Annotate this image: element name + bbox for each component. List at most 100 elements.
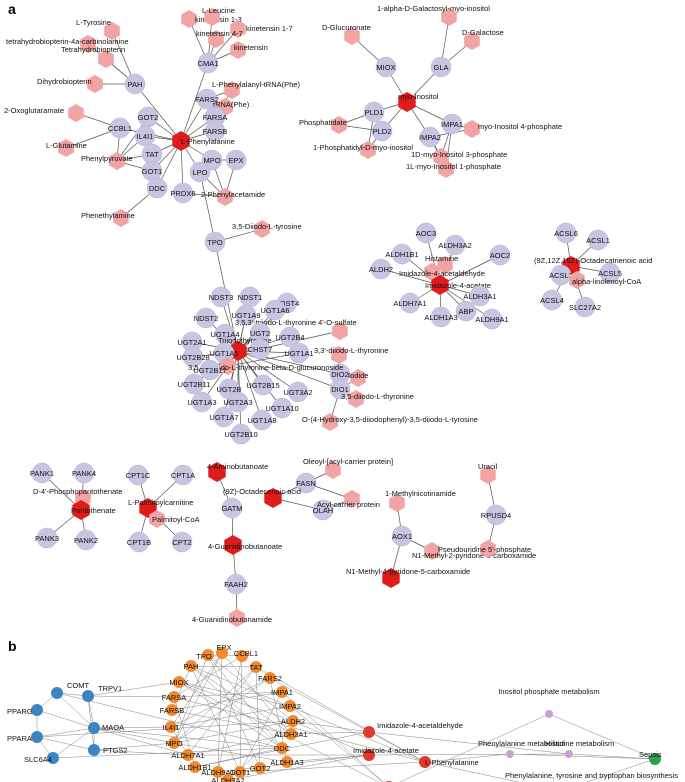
node-phosphatidate: Phosphatidate [299,116,347,134]
b-node-label: ALDH1A3 [270,758,303,767]
node-label: ACSL3 [549,271,573,280]
b-node-shape [202,649,214,661]
node-label: N1-Methyl-2-pyridone-5-carboxamide [412,551,536,560]
node-ddc: DDC [146,177,168,199]
b-edge-pah-phe [190,665,426,763]
node-l-glutamine: L-Glutamine [46,139,87,157]
node-faah2: FAAH2 [224,573,248,595]
metabolite-node-shape [438,160,454,178]
b-node-shape [82,690,94,702]
b-edge-pttb-sepsis [585,758,656,782]
b-node-shape [250,661,262,673]
node-ccbl1: CCBL1 [108,117,132,139]
node-phenylpyruvate: Phenylpyruvate [81,152,133,170]
b-node-fars2: FARS2 [258,672,282,684]
b-edge-iaa-hm [368,731,570,755]
gene-node-shape [227,391,249,413]
edge-phe-pah [134,83,182,142]
node-label: Phosphatidate [299,118,347,127]
b-node-label: DDC [274,744,291,753]
b-edge-phe-pttb [424,761,520,782]
gene-node-shape [415,222,437,244]
gene-node-shape [128,531,150,553]
metabolite-node-shape [348,390,364,408]
b-edge-ccbl1-aldh9a1 [217,655,243,773]
node-label: CMA1 [198,59,219,68]
metabolite-node-shape [217,188,233,206]
node-pank1: PANK1 [30,462,54,484]
metabolite-node-shape [464,32,480,50]
node-n1-methyl-2-pyridone-5-carboxamide: N1-Methyl-2-pyridone-5-carboxamide [412,542,536,560]
metabolite-node-shape [480,540,496,558]
b-node-label: ALDH3A1 [274,730,307,739]
node-label: L-Phenylalanyl-tRNA(Phe) [212,80,300,89]
node-label: 4-Aminobutanoate [207,462,268,471]
node-label: TPO [207,238,223,247]
node-ugt1a8: UGT1A8 [247,409,277,431]
b-node-aldh1b1: ALDH1B1 [178,761,212,773]
gene-node-shape [287,381,309,403]
b-node-imidazole-4-acetate: Imidazole-4-acetate [353,746,419,761]
b-edge-miox-mi [178,681,380,782]
node-il4i1: IL4I1 [134,125,156,147]
node-label: ALDH2 [369,265,393,274]
node-pantothenate: Pantothenate [71,500,116,520]
b-node-shape [216,647,228,659]
b-node-shape [276,742,288,754]
b-node-shape [276,686,288,698]
metabolite-node-shape [332,322,348,340]
gene-node-shape [375,56,397,78]
node-pld2: PLD2 [371,120,393,142]
b-node-label: MIOX [169,678,188,687]
b-node-label: Phenylalanine metabolism [478,739,566,748]
node-ugt1a7: UGT1A7 [209,406,239,428]
b-edge-ptgs2-aldh7a1 [93,749,189,756]
gene-node-shape [196,88,218,110]
metabolite-node-shape [480,466,496,484]
node-uracil: Uracil [478,462,498,484]
node-label: PANK1 [30,469,54,478]
b-edge-mi-ipm [399,713,550,782]
node-kinetensin: kinetensin [230,41,268,59]
b-node-label: MAOA [102,723,124,732]
node-label: L-Phenylalanine [181,137,235,146]
node-label: Imidazole-4-acetate [425,281,491,290]
b-node-label: Sepsis [639,750,662,759]
b-node-label: Imidazole-4-acetaldehyde [377,721,463,730]
b-node-label: TRPV1 [98,684,122,693]
node-label: SLC27A2 [569,303,601,312]
node-label: ALDH1B1 [385,250,418,259]
b-edge-pm-sepsis [509,753,656,760]
b-node-shape [284,700,296,712]
node-label: AOX1 [392,532,412,541]
b-node-shape [88,722,100,734]
node-label: PAH [128,80,143,89]
b-edge-aldh2-mpo [173,720,294,744]
node-ugt2b10: UGT2B10 [224,423,258,445]
gene-node-shape [124,73,146,95]
panel-a-nodes: kinetensin 1-3L-LeucineL-Tyrosinekineten… [4,4,652,627]
b-node-histidine-metabolism: Histidine metabolism [545,739,614,758]
metabolite-node-shape [437,256,453,274]
hub-metabolite-shape [264,488,282,508]
b-edge-impa2-mi [289,705,384,782]
metabolite-node-shape [569,271,585,289]
node-3-5-3-triiodo-l-thyronine-beta-d-glucuronoside: 3,5,3'-triiodo-L-thyronine-beta-D-glucur… [188,357,343,375]
node-label: 4-Guanidinobutanamide [192,615,272,624]
node-d-glucuronate: D-Glucuronate [322,23,371,45]
node-label: CPT1A [171,471,195,480]
b-node-label: SLC6A4 [24,755,52,764]
metabolite-node-shape [441,8,457,26]
node-label: ALDH1A3 [424,313,457,322]
gene-node-shape [391,525,413,547]
node-label: CPT2 [172,538,191,547]
b-node-shape [168,691,180,703]
gene-node-shape [75,529,97,551]
b-edge-got1-phe [239,761,426,773]
node-kinetensin-4-7: kinetensin 4-7 [196,29,243,48]
gene-node-shape [251,409,273,431]
metabolite-node-shape [149,510,165,528]
b-edge-pah-aldh3a1 [190,665,292,735]
node-label: 3,3'-diiodo-L-thyronine [314,346,388,355]
b-node-shape [565,750,573,758]
